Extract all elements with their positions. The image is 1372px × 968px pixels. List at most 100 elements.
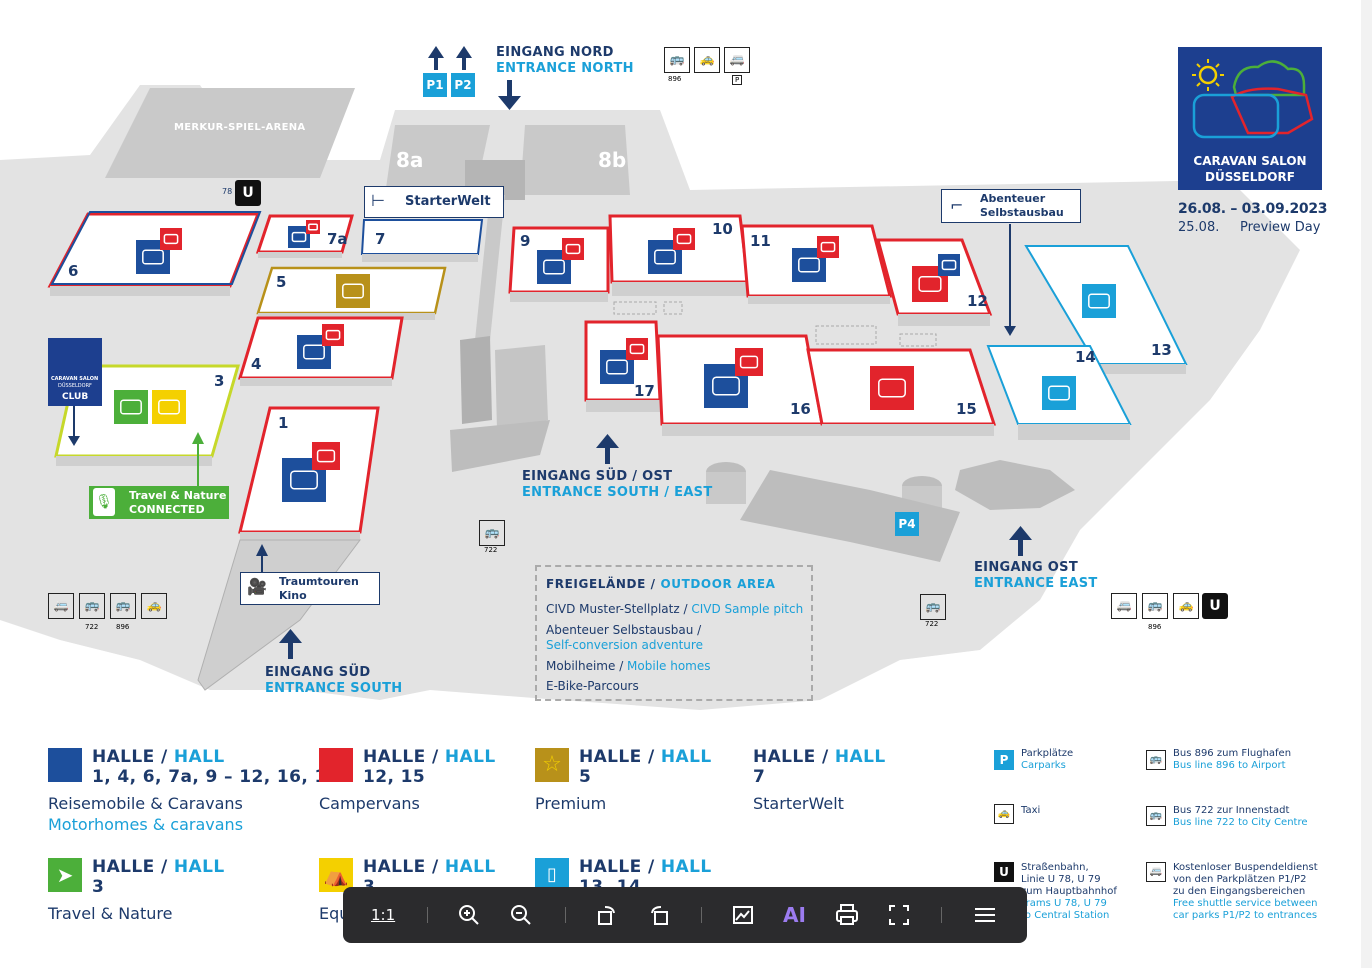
- logo-graphic: [1192, 59, 1314, 139]
- hall-number-10: 10: [712, 220, 733, 238]
- bus-722-number: 722: [925, 620, 939, 628]
- taxi-icon: 🚕: [1173, 593, 1199, 619]
- legend-bus722-en: Bus line 722 to City Centre: [1173, 817, 1308, 828]
- fullscreen-button[interactable]: [885, 901, 915, 929]
- preview-label: Preview Day: [1240, 220, 1321, 235]
- actual-size-button[interactable]: 1:1: [371, 906, 396, 924]
- outdoor-row3: Mobilheime / Mobile homes: [546, 659, 711, 673]
- arena-label: MERKUR-SPIEL-ARENA: [174, 122, 306, 133]
- outdoor-title-de: FREIGELÄNDE: [546, 577, 646, 591]
- hall-8a: [385, 125, 490, 195]
- preview-date: 25.08.: [1178, 220, 1220, 235]
- legend-shuttle-en-1: Free shuttle service between: [1173, 898, 1318, 909]
- hall-7a-campervan-icon-glyph: [308, 223, 318, 231]
- zoom-out-button[interactable]: [507, 901, 537, 929]
- hall-3-travel-icon-glyph: [120, 399, 142, 415]
- rotate-right-button[interactable]: [593, 901, 623, 929]
- hall-number-12: 12: [967, 292, 988, 310]
- hall-12-campervan-icon-glyph: [918, 276, 942, 292]
- zoom-in-button[interactable]: [455, 901, 485, 929]
- east-pavilion: [955, 460, 1075, 510]
- hall-17-campervan-icon: [626, 338, 648, 360]
- outdoor-row1-de: CIVD Muster-Stellplatz: [546, 602, 680, 616]
- hall-8a-label: 8a: [396, 148, 424, 172]
- bus-896-number: 896: [668, 75, 682, 83]
- vertical-scrollbar[interactable]: [1361, 0, 1372, 968]
- starterwelt-sign: ⊢ StarterWelt: [364, 186, 504, 218]
- shuttle-icon: 🚐: [724, 47, 750, 73]
- bus-icon: 🚌: [110, 593, 136, 619]
- outdoor-row1: CIVD Muster-Stellplatz / CIVD Sample pit…: [546, 602, 804, 616]
- hall-number-14: 14: [1075, 348, 1096, 366]
- hall-4-motorhome-icon-glyph: [303, 344, 325, 360]
- hall-6-campervan-icon: [160, 228, 182, 250]
- walkway: [475, 195, 505, 340]
- traumtouren-sign-line2: Kino: [279, 589, 307, 602]
- legend-shuttle-de-1: Kostenloser Buspendeldienst: [1173, 862, 1318, 873]
- hall-10-campervan-icon: [673, 228, 695, 250]
- hall-15-campervan-icon: [870, 366, 914, 410]
- legend-equipment-de: Equ: [319, 904, 350, 923]
- hall-5-premium-icon: [336, 274, 370, 308]
- tower-building: [460, 336, 492, 424]
- outdoor-pitch: [815, 325, 877, 345]
- hall-7a-motorhome-icon: [288, 226, 310, 248]
- print-icon: [836, 904, 858, 925]
- fullscreen-icon: [889, 905, 909, 925]
- hall-8b-label: 8b: [598, 148, 627, 172]
- south-bus-722-icon: 🚌 722: [920, 594, 946, 628]
- image-edit-button[interactable]: [729, 901, 759, 929]
- entrance-east-label: EINGANG OST ENTRANCE EAST: [974, 560, 1098, 592]
- menu-button[interactable]: [971, 901, 1001, 929]
- travel-nature-sign-line1: Travel & Nature: [129, 489, 227, 502]
- hall-7-shape: [360, 219, 484, 262]
- ai-button[interactable]: AI: [783, 901, 813, 929]
- hall-3-equipment-icon: [152, 390, 186, 424]
- zoom-out-icon: [511, 905, 531, 925]
- bus-722-number: 722: [484, 546, 498, 554]
- outdoor-row3-de: Mobilheime: [546, 659, 616, 673]
- legend-hall: HALL: [660, 747, 712, 767]
- toolbar-divider: [427, 907, 428, 923]
- hall-number-5: 5: [276, 273, 287, 291]
- hall-9-campervan-icon: [562, 238, 584, 260]
- logo-line2: DÜSSELDORF: [1205, 170, 1295, 184]
- hall-16-campervan-icon-glyph: [739, 355, 759, 369]
- curved-building: [450, 420, 550, 472]
- hall-13-digital-icon: [1082, 284, 1116, 318]
- outdoor-row2: Abenteuer Selbstausbau /Self-conversion …: [546, 623, 703, 652]
- hall-17-motorhome-icon-glyph: [606, 359, 628, 375]
- merkur-spiel-arena: [105, 88, 355, 178]
- center-bus-722-icon: 🚌 722: [479, 520, 505, 554]
- entrance-south-label: EINGANG SÜD ENTRANCE SOUTH: [265, 665, 402, 697]
- entrance-north-en: ENTRANCE NORTH: [496, 61, 634, 76]
- hall-17-campervan-icon-glyph: [629, 343, 645, 355]
- p-badge: P: [732, 75, 743, 85]
- menu-icon: [975, 908, 995, 922]
- print-button[interactable]: [833, 901, 863, 929]
- shuttle-icon: 🚐: [1111, 593, 1137, 619]
- traumtouren-sign: 🎥 Traumtouren Kino: [240, 572, 380, 605]
- legend-shuttle-en-2: car parks P1/P2 to entrances: [1173, 910, 1318, 921]
- entrance-east-de: EINGANG OST: [974, 560, 1078, 575]
- legend-hall: HALL: [834, 747, 886, 767]
- legend-parking-de: Parkplätze: [1021, 748, 1074, 759]
- rotate-left-button[interactable]: [645, 901, 675, 929]
- entrance-south-en: ENTRANCE SOUTH: [265, 681, 403, 696]
- outdoor-row4: E-Bike-Parcours: [546, 679, 639, 693]
- bus-icon: 🚌: [1146, 806, 1166, 826]
- legend-halls-starterwelt: 7: [753, 767, 766, 787]
- bus-icon: 🚌: [1146, 750, 1166, 770]
- hall-number-15: 15: [956, 400, 977, 418]
- legend-premium-de: Premium: [535, 794, 607, 813]
- legend-halle: HALLE: [363, 857, 426, 877]
- hall-11-campervan-icon-glyph: [820, 241, 836, 253]
- legend-hall: HALL: [444, 747, 496, 767]
- hall-7a-motorhome-icon-glyph: [291, 231, 307, 243]
- legend-shuttle-de-3: zu den Eingangsbereichen: [1173, 886, 1306, 897]
- taxi-icon: 🚕: [141, 593, 167, 619]
- entrance-north-label: EINGANG NORD ENTRANCE NORTH: [496, 45, 634, 77]
- outdoor-area-box: FREIGELÄNDE / OUTDOOR AREA CIVD Muster-S…: [535, 565, 813, 701]
- toolbar-divider: [565, 907, 566, 923]
- entrance-north-de: EINGANG NORD: [496, 45, 614, 60]
